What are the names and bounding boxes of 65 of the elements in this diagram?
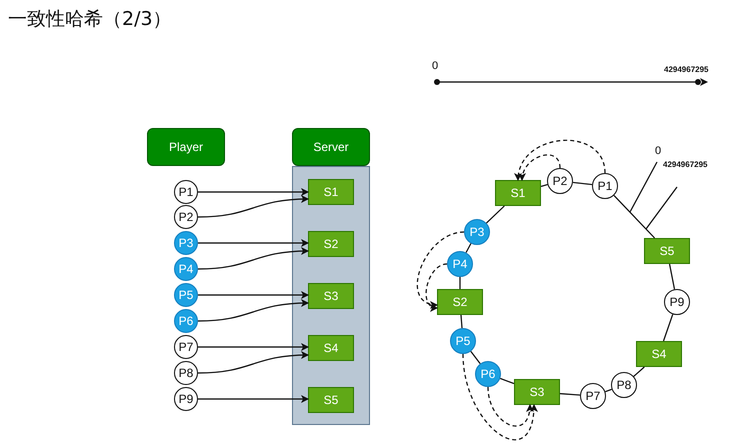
player-circle: P8: [174, 361, 198, 385]
ring-line: [662, 314, 674, 342]
ring-line: [540, 184, 548, 187]
arrow: [198, 239, 309, 247]
player-circle: P8: [611, 372, 637, 398]
server-box: S4: [308, 335, 354, 361]
scale-label: 4294967295: [663, 160, 708, 169]
player-circle: P2: [174, 205, 198, 229]
player-circle: P6: [174, 309, 198, 333]
ring-line: [459, 277, 461, 289]
player-circle: P4: [174, 257, 198, 281]
ring-line: [466, 243, 472, 253]
player-circle: P1: [592, 173, 618, 199]
dashed-arrow: [416, 231, 464, 308]
arrow: [198, 247, 309, 270]
ring-line: [614, 195, 656, 238]
server-box: S1: [308, 179, 354, 205]
dashed-arrow: [462, 354, 538, 440]
arrow: [198, 195, 309, 218]
server-box: S2: [437, 289, 483, 315]
player-circle: P4: [447, 251, 473, 277]
server-panel: [292, 166, 370, 425]
ring-line: [500, 378, 514, 384]
arrow: [198, 188, 309, 196]
player-circle: P9: [174, 387, 198, 411]
title: 一致性哈希（2/3）: [8, 7, 172, 32]
server-box: S3: [308, 283, 354, 309]
arrow: [198, 299, 309, 322]
ring-line: [605, 388, 612, 392]
server-box: S3: [514, 379, 560, 405]
dashed-arrow: [515, 140, 606, 181]
ring-line: [668, 264, 676, 290]
ring-line: [470, 351, 481, 364]
ring-line: [572, 182, 592, 186]
scale-label: 0: [432, 60, 438, 72]
ring-line: [460, 314, 463, 328]
arrow: [198, 291, 309, 299]
player-circle: P5: [174, 283, 198, 307]
ring-line: [486, 206, 505, 224]
ring-line: [560, 393, 580, 396]
arrow: [198, 395, 309, 403]
player-circle: P7: [174, 335, 198, 359]
player-circle: P9: [664, 289, 690, 315]
server-box: S1: [495, 180, 541, 206]
player-circle: P3: [174, 231, 198, 255]
arrow: [198, 351, 309, 374]
dashed-arrow: [426, 263, 448, 311]
scale-label: 4294967295: [664, 65, 708, 74]
column-header: Player: [147, 128, 225, 166]
player-circle: P3: [464, 219, 490, 245]
scale-label: 0: [655, 145, 662, 157]
server-box: S5: [308, 387, 354, 413]
player-circle: P6: [475, 361, 501, 387]
server-box: S2: [308, 231, 354, 257]
arrow: [198, 343, 309, 351]
player-circle: P1: [174, 180, 198, 204]
player-circle: P5: [450, 328, 476, 354]
column-header: Server: [292, 128, 370, 166]
dashed-arrow: [518, 154, 561, 181]
player-circle: P2: [547, 168, 573, 194]
ring-line: [633, 366, 645, 377]
dashed-arrow: [487, 386, 534, 427]
player-circle: P7: [580, 383, 606, 409]
server-box: S4: [636, 341, 682, 367]
server-box: S5: [644, 238, 690, 264]
